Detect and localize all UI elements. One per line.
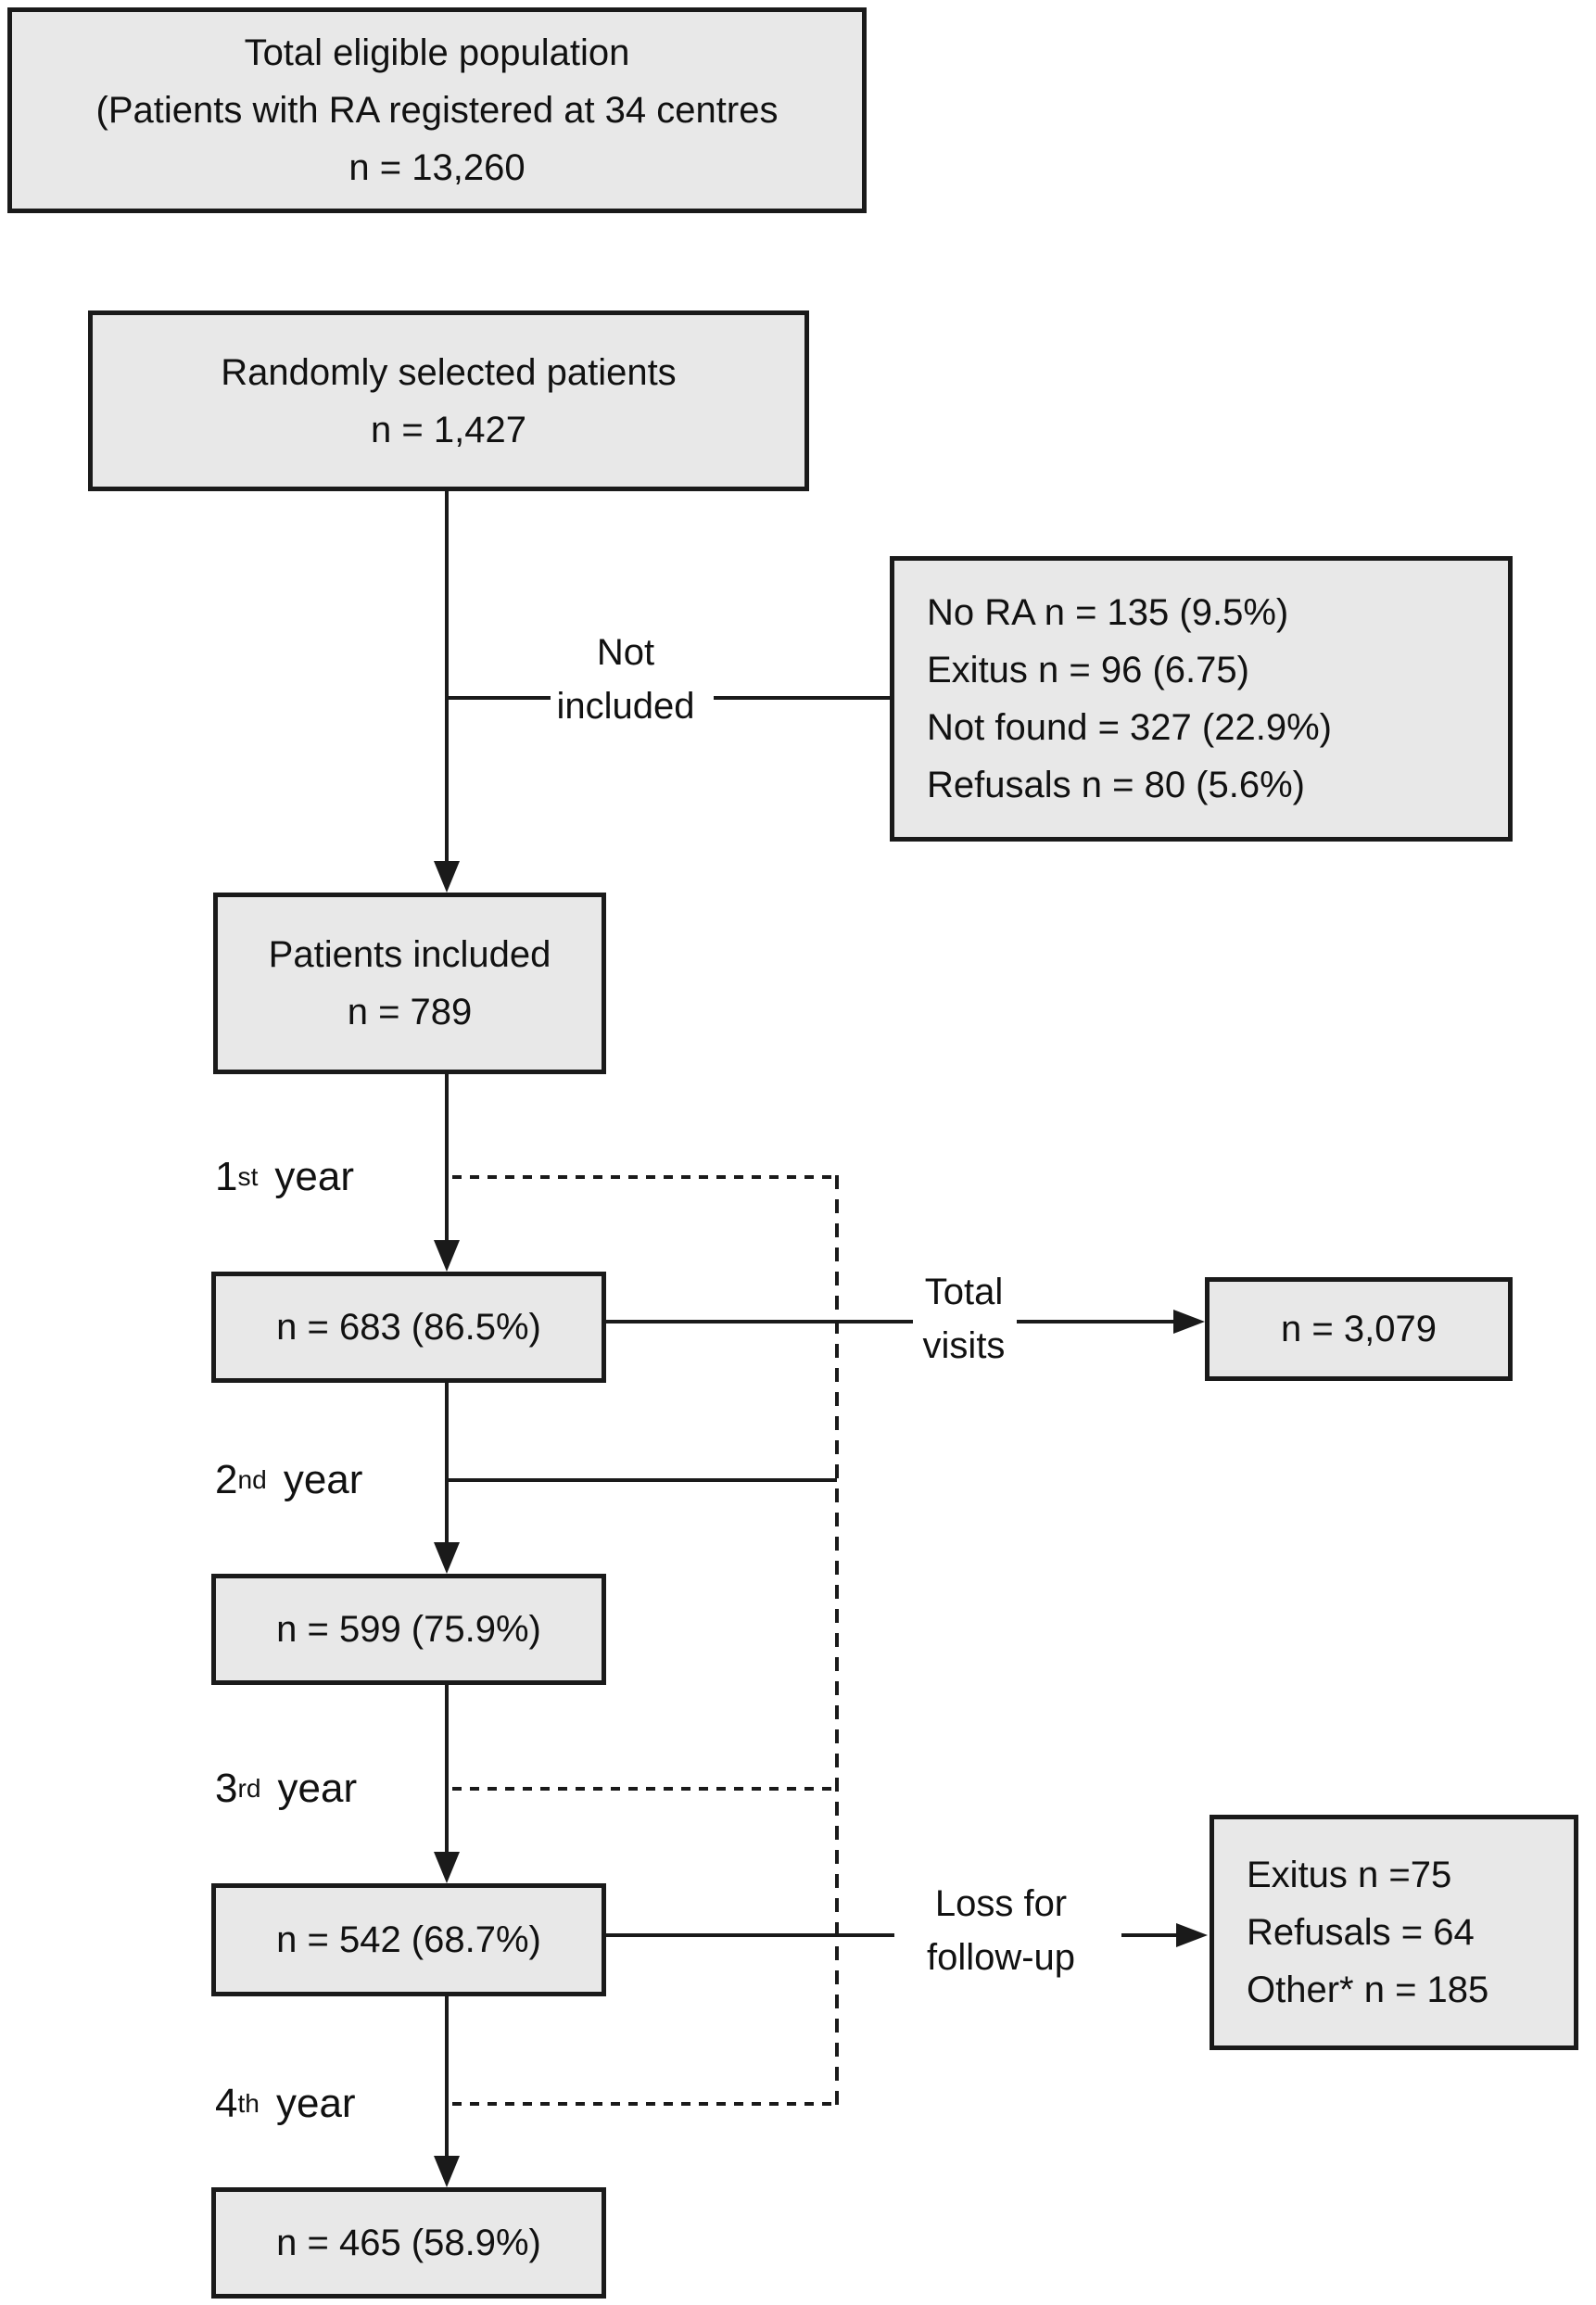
arrowhead-into-year3-box <box>434 1852 460 1883</box>
arrowhead-into-included-box <box>434 861 460 893</box>
randomly-selected-line1: Randomly selected patients <box>221 351 677 393</box>
year2-solid-connector <box>447 1478 837 1482</box>
dashed-vertical-spine <box>835 1175 839 2108</box>
year1-dashed-connector <box>452 1175 837 1179</box>
loss-followup-line1: Exitus n =75 <box>1247 1855 1452 1895</box>
loss-followup-line <box>606 1933 894 1937</box>
exclusions-line2: Exitus n = 96 (6.75) <box>927 650 1249 690</box>
year3-ordinal: 3 <box>215 1765 238 1811</box>
year3-result-value: n = 542 (68.7%) <box>276 1919 541 1960</box>
not-included-label-line1: Not <box>596 632 655 673</box>
total-eligible-box: Total eligible population (Patients with… <box>7 7 867 213</box>
year4-ordinal: 4 <box>215 2080 238 2126</box>
year2-result-value: n = 599 (75.9%) <box>276 1609 541 1650</box>
not-included-branch-right-segment <box>714 696 890 700</box>
total-visits-value: n = 3,079 <box>1281 1309 1437 1349</box>
loss-followup-line3: Other* n = 185 <box>1247 1969 1489 2010</box>
connector-year2-to-year3 <box>445 1685 449 1854</box>
year3-result-box: n = 542 (68.7%) <box>211 1883 606 1996</box>
exclusions-box: No RA n = 135 (9.5%) Exitus n = 96 (6.75… <box>890 556 1513 842</box>
total-visits-label-line2: visits <box>922 1325 1006 1366</box>
loss-followup-label: Loss for follow-up <box>867 1877 1135 1984</box>
year2-word: year <box>283 1456 363 1502</box>
loss-followup-label-line1: Loss for <box>934 1883 1068 1924</box>
connector-year1-to-year2 <box>445 1383 449 1544</box>
arrowhead-into-total-visits-box <box>1173 1310 1205 1334</box>
total-visits-label-line1: Total <box>924 1272 1004 1312</box>
loss-followup-label-line2: follow-up <box>926 1937 1076 1978</box>
year3-word: year <box>277 1765 358 1811</box>
not-included-label-line2: included <box>556 686 695 727</box>
year4-word: year <box>275 2080 356 2126</box>
randomly-selected-box: Randomly selected patients n = 1,427 <box>88 310 809 491</box>
total-visits-label: Total visits <box>880 1265 1047 1373</box>
year2-result-box: n = 599 (75.9%) <box>211 1574 606 1685</box>
total-eligible-line2: (Patients with RA registered at 34 centr… <box>95 90 779 131</box>
year3-dashed-connector <box>452 1787 837 1791</box>
total-eligible-line3: n = 13,260 <box>348 147 526 188</box>
year1-word: year <box>274 1153 354 1199</box>
connector-random-to-included <box>445 491 449 862</box>
loss-followup-arrow-line <box>1121 1933 1177 1937</box>
loss-followup-box: Exitus n =75 Refusals = 64 Other* n = 18… <box>1210 1815 1578 2050</box>
patients-included-box: Patients included n = 789 <box>213 893 606 1074</box>
year1-result-value: n = 683 (86.5%) <box>276 1307 541 1348</box>
patients-included-line1: Patients included <box>268 934 551 975</box>
year2-ordinal: 2 <box>215 1456 238 1502</box>
arrowhead-into-year1-box <box>434 1240 460 1272</box>
arrowhead-into-year4-box <box>434 2156 460 2187</box>
not-included-branch-left-segment <box>447 696 551 700</box>
arrowhead-into-loss-box <box>1176 1923 1208 1947</box>
exclusions-line4: Refusals n = 80 (5.6%) <box>927 765 1305 805</box>
exclusions-line3: Not found = 327 (22.9%) <box>927 707 1332 748</box>
total-eligible-line1: Total eligible population <box>244 32 630 73</box>
year4-result-value: n = 465 (58.9%) <box>276 2223 541 2263</box>
total-visits-line <box>606 1320 913 1323</box>
connector-included-to-year1 <box>445 1074 449 1242</box>
year1-ordinal: 1 <box>215 1153 238 1199</box>
not-included-label: Not included <box>514 626 737 733</box>
year1-result-box: n = 683 (86.5%) <box>211 1272 606 1383</box>
year4-dashed-connector <box>452 2102 837 2106</box>
loss-followup-line2: Refusals = 64 <box>1247 1912 1475 1953</box>
arrowhead-into-year2-box <box>434 1542 460 1574</box>
randomly-selected-line2: n = 1,427 <box>371 409 526 450</box>
patients-included-line2: n = 789 <box>347 992 473 1032</box>
year4-result-box: n = 465 (58.9%) <box>211 2187 606 2299</box>
connector-year3-to-year4 <box>445 1996 449 2158</box>
exclusions-line1: No RA n = 135 (9.5%) <box>927 592 1289 633</box>
total-visits-arrow-line <box>1017 1320 1174 1323</box>
total-visits-box: n = 3,079 <box>1205 1277 1513 1381</box>
